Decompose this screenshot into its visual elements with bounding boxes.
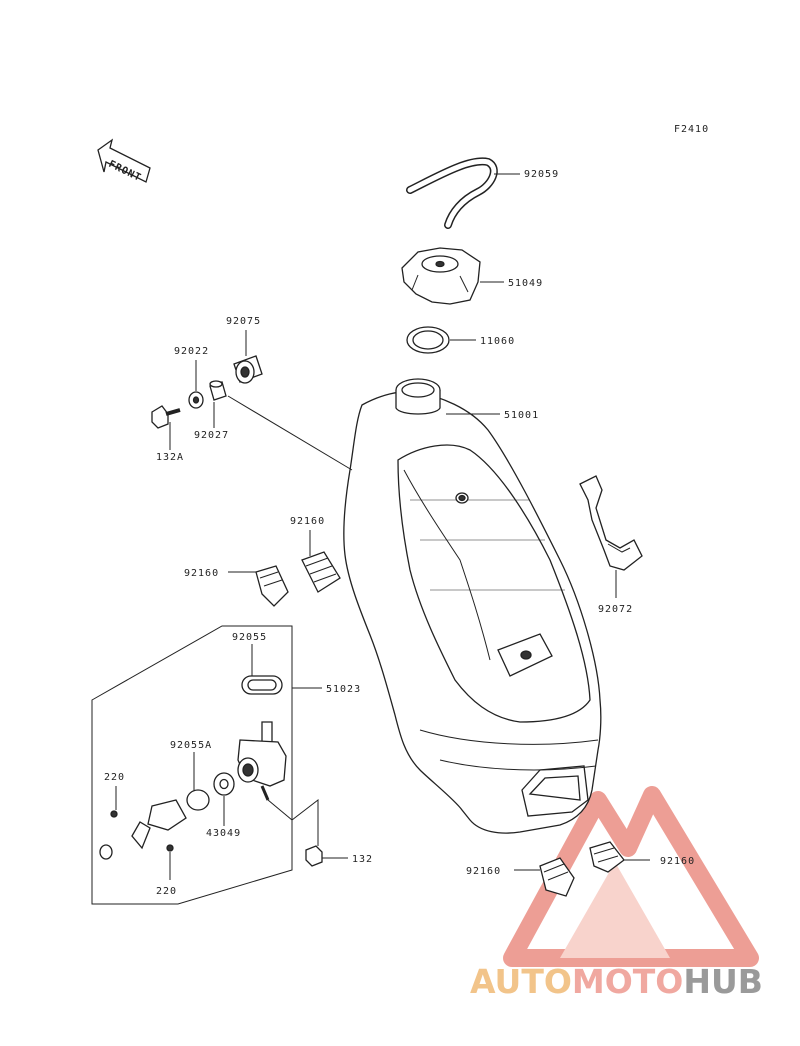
bolt-132 [305, 845, 323, 867]
label-11060: 11060 [480, 336, 515, 347]
fuel-cap [401, 247, 481, 305]
label-43049: 43049 [206, 828, 241, 839]
label-51049: 51049 [508, 278, 543, 289]
label-92022: 92022 [174, 346, 209, 357]
label-132A: 132A [156, 452, 184, 463]
fuel-petcock [237, 721, 287, 801]
washer-92022 [188, 391, 204, 409]
cushion-92160-lower-right [589, 841, 625, 873]
assembly-box-51023 [91, 625, 293, 905]
leader-mount [227, 395, 353, 471]
grommet-92075 [233, 355, 263, 384]
label-220-b: 220 [156, 886, 177, 897]
label-92160-b: 92160 [184, 568, 219, 579]
watermark-auto: AUTO [470, 962, 572, 1001]
label-92160-c: 92160 [466, 866, 501, 877]
label-51001: 51001 [504, 410, 539, 421]
tank-strap [579, 475, 643, 571]
lever-plate [99, 799, 187, 860]
front-arrow-icon: FRONT [97, 138, 151, 184]
fuel-tank [343, 378, 602, 834]
label-92072: 92072 [598, 604, 633, 615]
screw-220-b [166, 844, 174, 852]
screw-220-a [110, 810, 118, 818]
cushion-92160-lower-left [539, 857, 575, 897]
bolt-132A [151, 405, 181, 429]
watermark-text: AUTOMOTOHUB [470, 962, 800, 1001]
o-ring-92055A [186, 789, 210, 811]
diaphragm-43049 [213, 772, 235, 796]
watermark-logo [503, 786, 759, 967]
label-132: 132 [352, 854, 373, 865]
breather-hose [406, 157, 498, 229]
watermark-moto: MOTO [571, 962, 684, 1001]
label-92059: 92059 [524, 169, 559, 180]
cap-gasket [406, 326, 450, 354]
cushion-92160-upper [301, 551, 341, 593]
label-92075: 92075 [226, 316, 261, 327]
cushion-92160-left [255, 565, 289, 607]
label-51023: 51023 [326, 684, 361, 695]
figure-code: F2410 [674, 124, 709, 135]
label-92027: 92027 [194, 430, 229, 441]
label-92160-d: 92160 [660, 856, 695, 867]
label-92055: 92055 [232, 632, 267, 643]
gasket-92055 [241, 675, 283, 695]
leader-petcock-bolt [267, 798, 319, 846]
label-220-a: 220 [104, 772, 125, 783]
collar-92027 [209, 380, 227, 401]
label-92055A: 92055A [170, 740, 212, 751]
label-92160-a: 92160 [290, 516, 325, 527]
watermark-hub: HUB [683, 962, 763, 1001]
